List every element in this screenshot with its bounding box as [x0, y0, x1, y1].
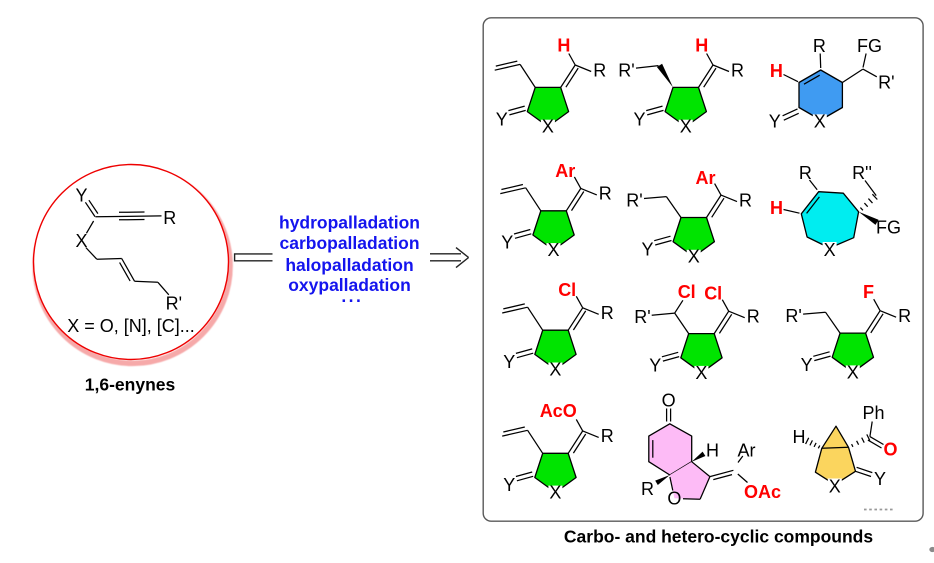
- svg-text:X: X: [549, 483, 561, 503]
- svg-text:R: R: [731, 60, 744, 80]
- svg-text:R: R: [747, 307, 760, 327]
- svg-text:X = O, [N], [C]...: X = O, [N], [C]...: [67, 316, 195, 336]
- svg-text:OAc: OAc: [744, 482, 781, 502]
- svg-text:Y: Y: [769, 111, 781, 131]
- svg-text:halopalladation: halopalladation: [285, 255, 413, 275]
- svg-text:Carbo- and hetero-cyclic compo: Carbo- and hetero-cyclic compounds: [564, 526, 873, 546]
- svg-text:R: R: [641, 479, 654, 499]
- svg-text:Ar: Ar: [738, 440, 756, 460]
- svg-text:R'': R'': [852, 163, 872, 183]
- svg-text:X: X: [829, 476, 841, 496]
- svg-text:Y: Y: [501, 233, 513, 253]
- svg-text:AcO: AcO: [540, 401, 577, 421]
- svg-text:. . .: . . .: [341, 286, 360, 306]
- svg-text:R: R: [163, 208, 176, 228]
- svg-text:R: R: [601, 303, 614, 323]
- svg-text:X: X: [695, 363, 707, 383]
- svg-text:X: X: [547, 240, 559, 260]
- svg-text:X: X: [824, 240, 836, 260]
- svg-text:O: O: [883, 439, 897, 459]
- svg-text:Y: Y: [874, 469, 886, 489]
- svg-text:X: X: [549, 359, 561, 379]
- svg-text:Cl: Cl: [704, 284, 722, 304]
- svg-text:X: X: [814, 112, 826, 132]
- svg-text:R: R: [813, 36, 826, 56]
- svg-text:FG: FG: [857, 36, 882, 56]
- svg-text:R: R: [593, 60, 606, 80]
- svg-text:X: X: [847, 362, 859, 382]
- svg-text:Ar: Ar: [555, 161, 575, 181]
- svg-text:R: R: [599, 184, 612, 204]
- svg-text:H: H: [793, 427, 806, 447]
- svg-text:R': R': [634, 307, 650, 327]
- svg-text:R': R': [878, 72, 894, 92]
- svg-text:Y: Y: [503, 352, 515, 372]
- svg-text:H: H: [695, 35, 708, 55]
- svg-text:Cl: Cl: [678, 282, 696, 302]
- svg-text:FG: FG: [876, 217, 901, 237]
- svg-text:Ph: Ph: [862, 403, 884, 423]
- svg-text:Y: Y: [496, 109, 508, 129]
- svg-text:R': R': [626, 190, 642, 210]
- svg-text:F: F: [863, 282, 874, 302]
- svg-text:hydropalladation: hydropalladation: [279, 213, 420, 233]
- svg-text:Ar: Ar: [695, 168, 715, 188]
- svg-text:X: X: [688, 247, 700, 267]
- svg-text:R': R': [166, 293, 182, 313]
- svg-text:O: O: [662, 391, 676, 411]
- svg-text:H: H: [770, 61, 783, 81]
- svg-text:Y: Y: [641, 239, 653, 259]
- svg-text:R': R': [785, 306, 801, 326]
- svg-text:Cl: Cl: [558, 280, 576, 300]
- svg-text:1,6-enynes: 1,6-enynes: [85, 374, 176, 394]
- svg-text:Y: Y: [503, 475, 515, 495]
- svg-text:X: X: [542, 117, 554, 137]
- svg-text:R: R: [898, 306, 911, 326]
- svg-text:Y: Y: [801, 355, 813, 375]
- svg-text:H: H: [706, 440, 719, 460]
- svg-text:R': R': [618, 60, 634, 80]
- svg-text:carbopalladation: carbopalladation: [279, 233, 419, 253]
- svg-text:Y: Y: [649, 356, 661, 376]
- svg-text:O: O: [667, 489, 681, 509]
- svg-text:Y: Y: [633, 109, 645, 129]
- svg-text:R: R: [601, 426, 614, 446]
- svg-text:H: H: [557, 35, 570, 55]
- svg-text:H: H: [770, 198, 783, 218]
- svg-text:X: X: [680, 117, 692, 137]
- svg-text:R: R: [739, 190, 752, 210]
